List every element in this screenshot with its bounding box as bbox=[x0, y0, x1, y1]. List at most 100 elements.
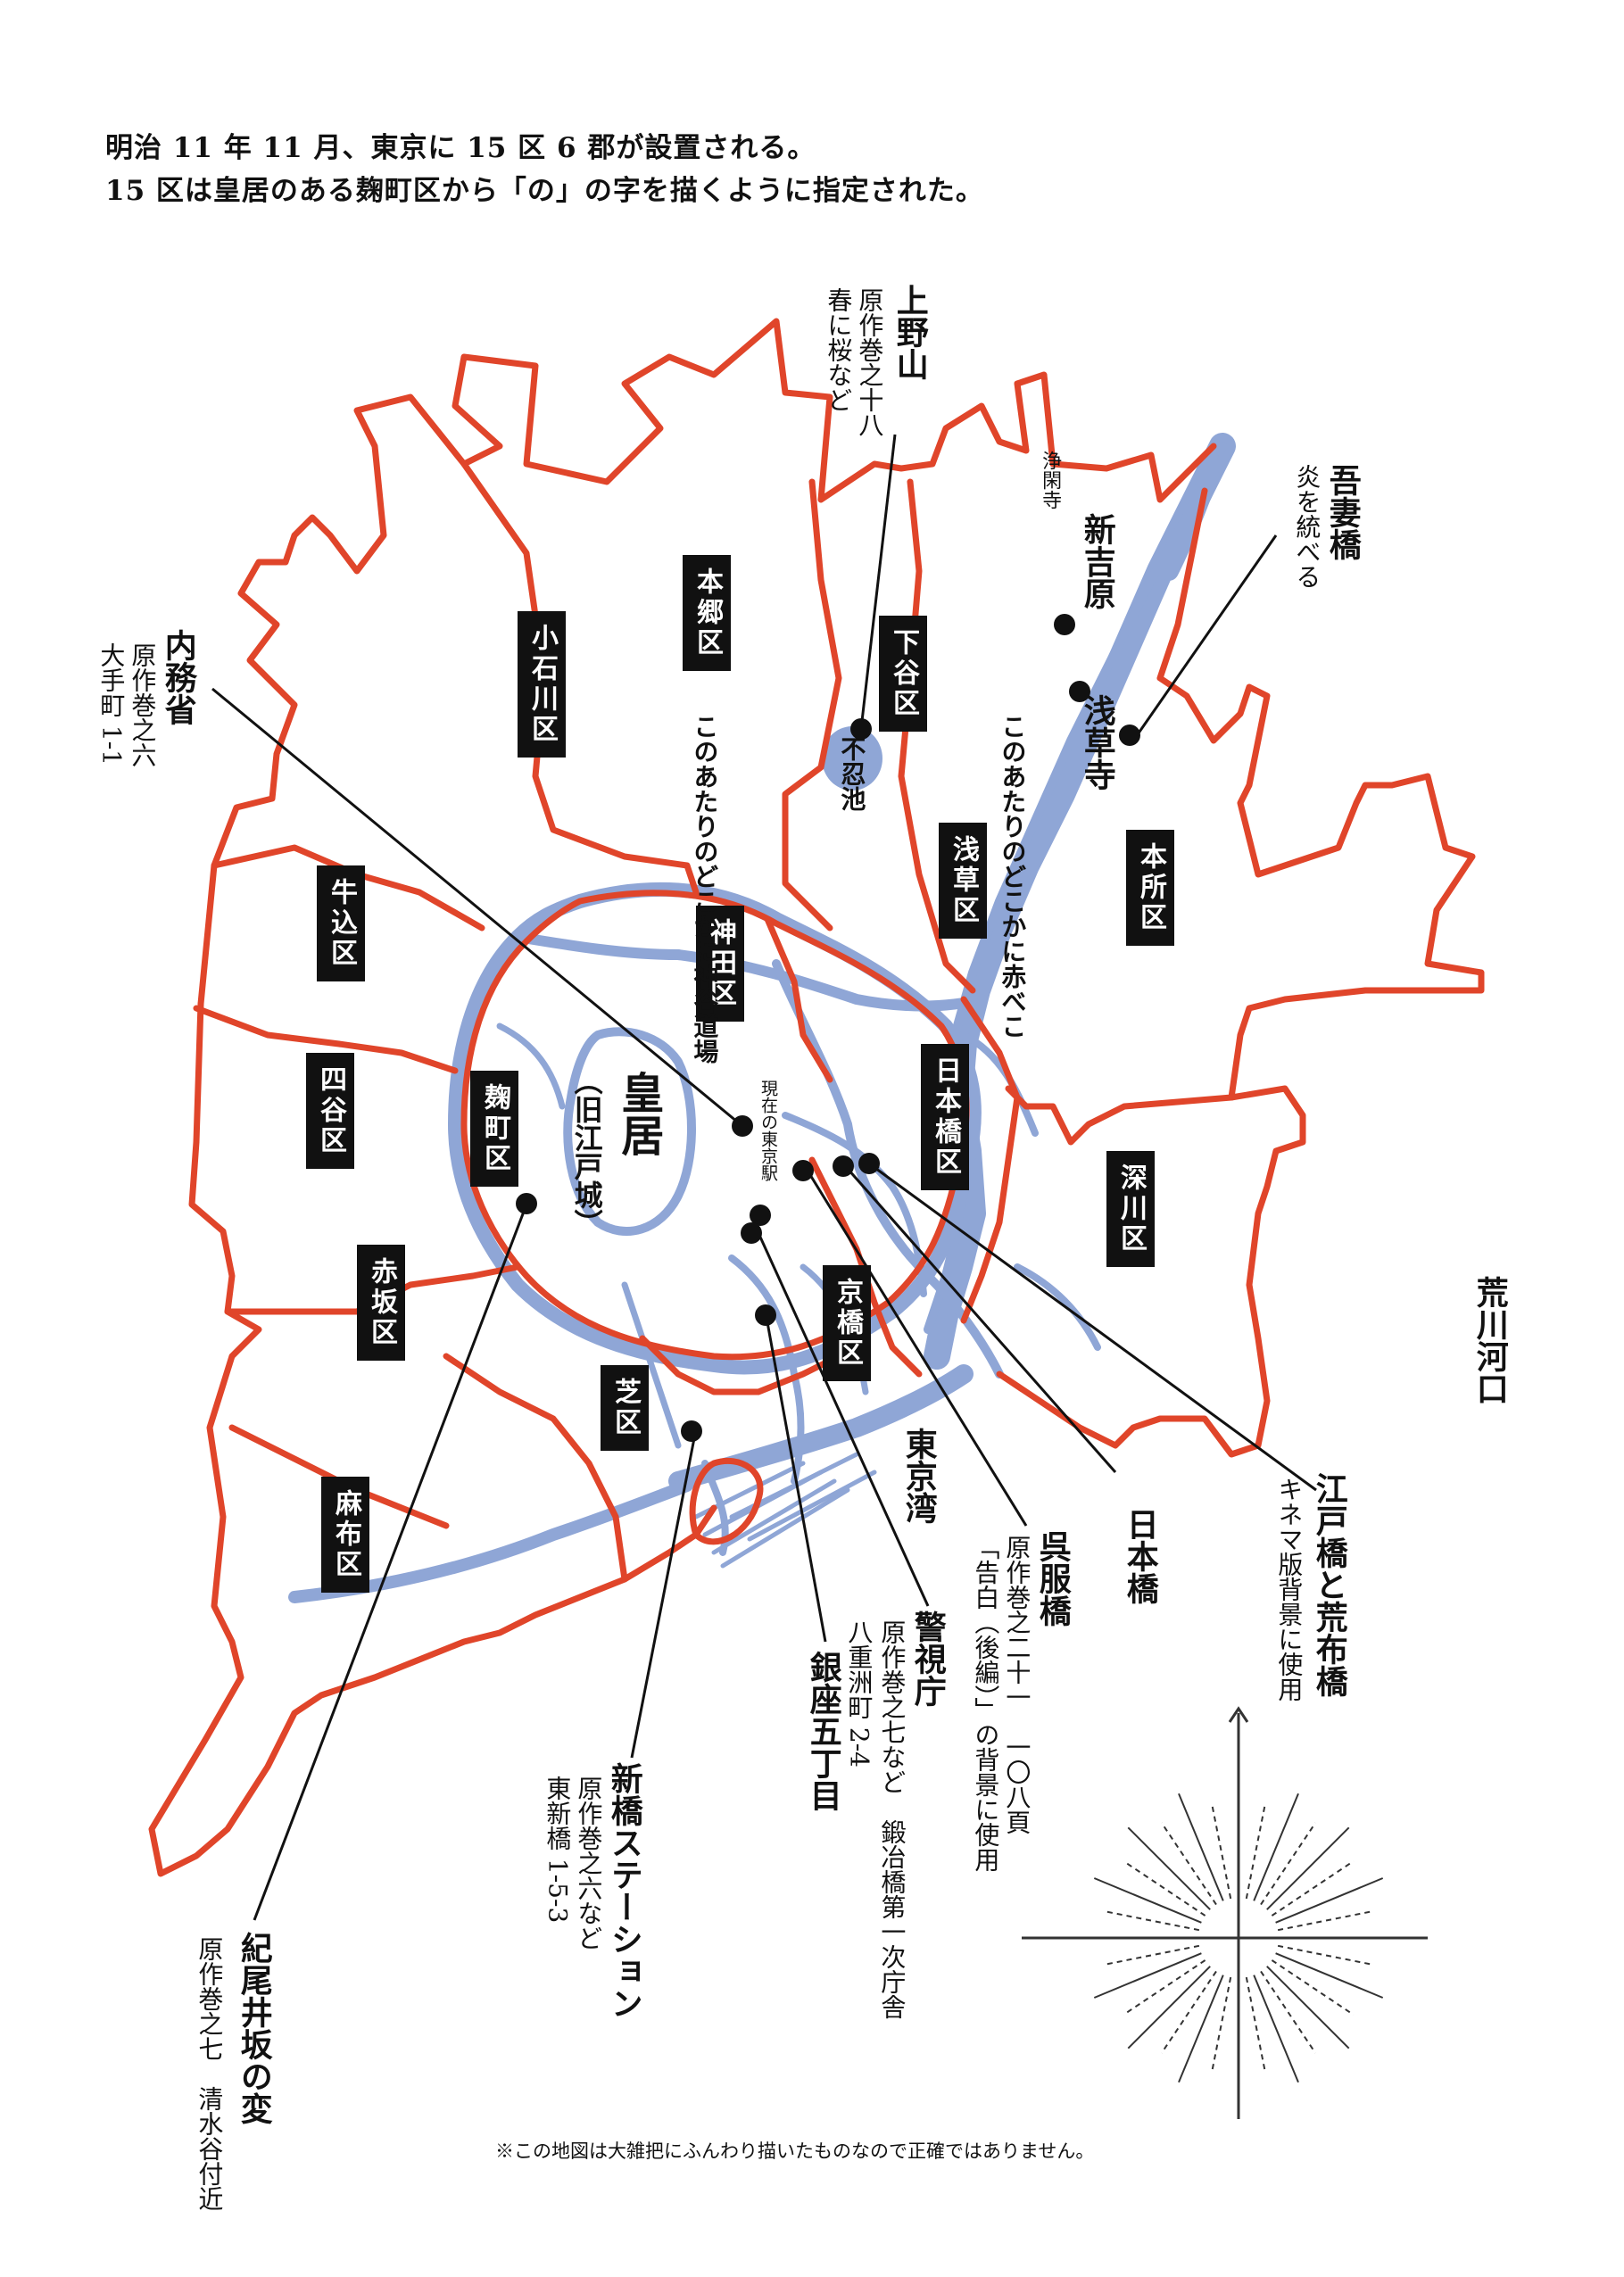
border-bay-pier bbox=[689, 1457, 764, 1545]
azumabashi-line1: 炎を統べる bbox=[1292, 464, 1322, 589]
compass-ray bbox=[1245, 1801, 1267, 1900]
compass-ray bbox=[1275, 1952, 1384, 1999]
river-mouth-north bbox=[1159, 454, 1223, 581]
intro-line-1: 明治 11 年 11 月、東京に 15 区 6 郡が設置される。 bbox=[105, 132, 816, 164]
compass-ray bbox=[1277, 1909, 1375, 1932]
border-azabu-shiba bbox=[443, 1353, 628, 1583]
compass-ray bbox=[1266, 1826, 1350, 1910]
border-east-fukagawa bbox=[996, 1085, 1306, 1458]
ward-honjo: 本所区 bbox=[1126, 830, 1174, 946]
edobashi-title: 江戸橋と荒布橋 bbox=[1310, 1472, 1348, 1697]
leader-gofukubashi bbox=[806, 1170, 1028, 1527]
shinobazu-pond bbox=[822, 726, 882, 791]
ward-ushigome: 牛込区 bbox=[317, 865, 365, 981]
compass-ray bbox=[1093, 1952, 1202, 1999]
gofukubashi-line1: 原作巻之二十一 一〇八頁 bbox=[1002, 1535, 1032, 1834]
azumabashi-title: 吾妻橋 bbox=[1323, 464, 1362, 560]
border-nihonbashi bbox=[960, 996, 1021, 1324]
compass-ray bbox=[1102, 1944, 1200, 1966]
ward-fukagawa: 深川区 bbox=[1106, 1151, 1155, 1267]
compass-ray bbox=[1127, 1826, 1211, 1910]
shinbashi-marker bbox=[681, 1420, 702, 1442]
bay-hatching-5 bbox=[729, 1452, 859, 1519]
border-hongo-shitaya bbox=[782, 478, 842, 932]
ward-azabu: 麻布区 bbox=[321, 1477, 369, 1593]
jokanji-label: 浄閑寺 bbox=[1039, 451, 1062, 509]
compass-ray bbox=[1275, 1877, 1384, 1924]
water-features bbox=[288, 433, 1236, 1603]
kioizaka-marker bbox=[516, 1193, 537, 1214]
leader-shinbashi bbox=[630, 1437, 696, 1759]
bay-coast bbox=[668, 1364, 974, 1491]
compass-ray bbox=[1093, 1877, 1202, 1924]
ward-hongo: 本郷区 bbox=[683, 555, 731, 671]
keishicho-title: 警視庁 bbox=[908, 1610, 947, 1707]
ueno-marker bbox=[850, 718, 872, 740]
shin-yoshiwara-marker bbox=[1054, 614, 1075, 635]
ward-akasaka: 赤坂区 bbox=[357, 1245, 405, 1361]
nihonbashi-bridge-marker bbox=[833, 1155, 854, 1177]
compass-ray bbox=[1210, 1801, 1232, 1900]
ward-koishikawa: 小石川区 bbox=[518, 611, 566, 758]
border-koishikawa-hongo bbox=[460, 460, 700, 896]
azumabashi-marker bbox=[1119, 724, 1140, 746]
keishicho-marker bbox=[741, 1222, 762, 1244]
keishicho-line1: 原作巻之七など 鍛冶橋第一次庁舎 bbox=[877, 1619, 907, 2019]
compass-ray bbox=[1260, 1822, 1316, 1906]
nihonbashi-bridge-title: 日本橋 bbox=[1121, 1508, 1159, 1604]
naimusho-marker bbox=[732, 1115, 753, 1137]
ginza-marker bbox=[755, 1304, 776, 1326]
compass-ray bbox=[1123, 1959, 1206, 2016]
outer-moat bbox=[448, 882, 982, 1375]
canal-1 bbox=[782, 1112, 927, 1297]
leader-keishicho bbox=[757, 1232, 930, 1607]
ward-kojimachi: 麹町区 bbox=[470, 1071, 518, 1187]
compass-ray bbox=[1245, 1976, 1267, 2074]
shinobazu-pond-label: 不忍池 bbox=[837, 736, 867, 811]
compass-ray bbox=[1277, 1944, 1375, 1966]
leader-ueno bbox=[859, 434, 897, 730]
canal-4 bbox=[621, 1281, 682, 1449]
compass-north-arrow bbox=[1228, 1706, 1249, 1723]
gofukubashi-marker bbox=[792, 1160, 814, 1181]
compass-rays bbox=[1093, 1793, 1384, 2083]
ward-asakusa: 浅草区 bbox=[939, 823, 987, 939]
shinbashi-line1: 原作巻之六など bbox=[574, 1776, 604, 1950]
compass-ray bbox=[1178, 1975, 1224, 2083]
arakawa-mouth-label: 荒川河口 bbox=[1471, 1276, 1509, 1404]
compass-ray bbox=[1271, 1959, 1355, 2016]
shinbashi-title: 新橋ステーション bbox=[605, 1762, 643, 2019]
leader-azumabashi bbox=[1136, 534, 1278, 735]
ueno-title: 上野山 bbox=[891, 284, 929, 380]
ginza-title: 銀座五丁目 bbox=[804, 1651, 842, 1811]
compass-ray bbox=[1253, 1793, 1299, 1901]
map-disclaimer: ※この地図は大雑把にふんわり描いたものなので正確ではありません。 bbox=[495, 2140, 1095, 2162]
naimusho-title: 内務省 bbox=[159, 629, 197, 725]
edobashi-line1: キネマ版背景に使用 bbox=[1274, 1477, 1305, 1702]
onagi-canal bbox=[1014, 1263, 1101, 1351]
compass-ray bbox=[1102, 1909, 1200, 1932]
compass-ray bbox=[1161, 1970, 1217, 2054]
keishicho-line2: 八重洲町 2-4 bbox=[844, 1619, 874, 1768]
sensoji-label: 浅草寺 bbox=[1078, 694, 1116, 791]
compass-ray bbox=[1161, 1822, 1217, 1906]
shin-yoshiwara-label: 新吉原 bbox=[1078, 513, 1116, 609]
bay-hatching-3 bbox=[711, 1478, 837, 1555]
shinbashi-line2: 東新橋 1-5-3 bbox=[543, 1776, 573, 1924]
ward-kanda: 神田区 bbox=[696, 906, 744, 1022]
border-kanda-east bbox=[764, 915, 833, 1083]
ward-kyobashi: 京橋区 bbox=[823, 1265, 871, 1381]
leader-lines bbox=[211, 434, 1317, 1921]
ward-nihonbashi: 日本橋区 bbox=[921, 1044, 969, 1190]
compass-ray bbox=[1271, 1860, 1355, 1917]
border-shiba-north bbox=[639, 1335, 842, 1395]
border-yotsuya bbox=[193, 1005, 459, 1074]
leader-nihonbashi-bridge bbox=[846, 1168, 1117, 1473]
ward-borders bbox=[148, 318, 1485, 1877]
ward-shiba: 芝区 bbox=[601, 1365, 649, 1451]
border-inner-circle bbox=[460, 890, 970, 1361]
tokyo-bay-label: 東京湾 bbox=[899, 1428, 938, 1524]
sensoji-marker bbox=[1069, 681, 1090, 702]
kioizaka-line1: 原作巻之七 清水谷付近 bbox=[195, 1936, 225, 2211]
